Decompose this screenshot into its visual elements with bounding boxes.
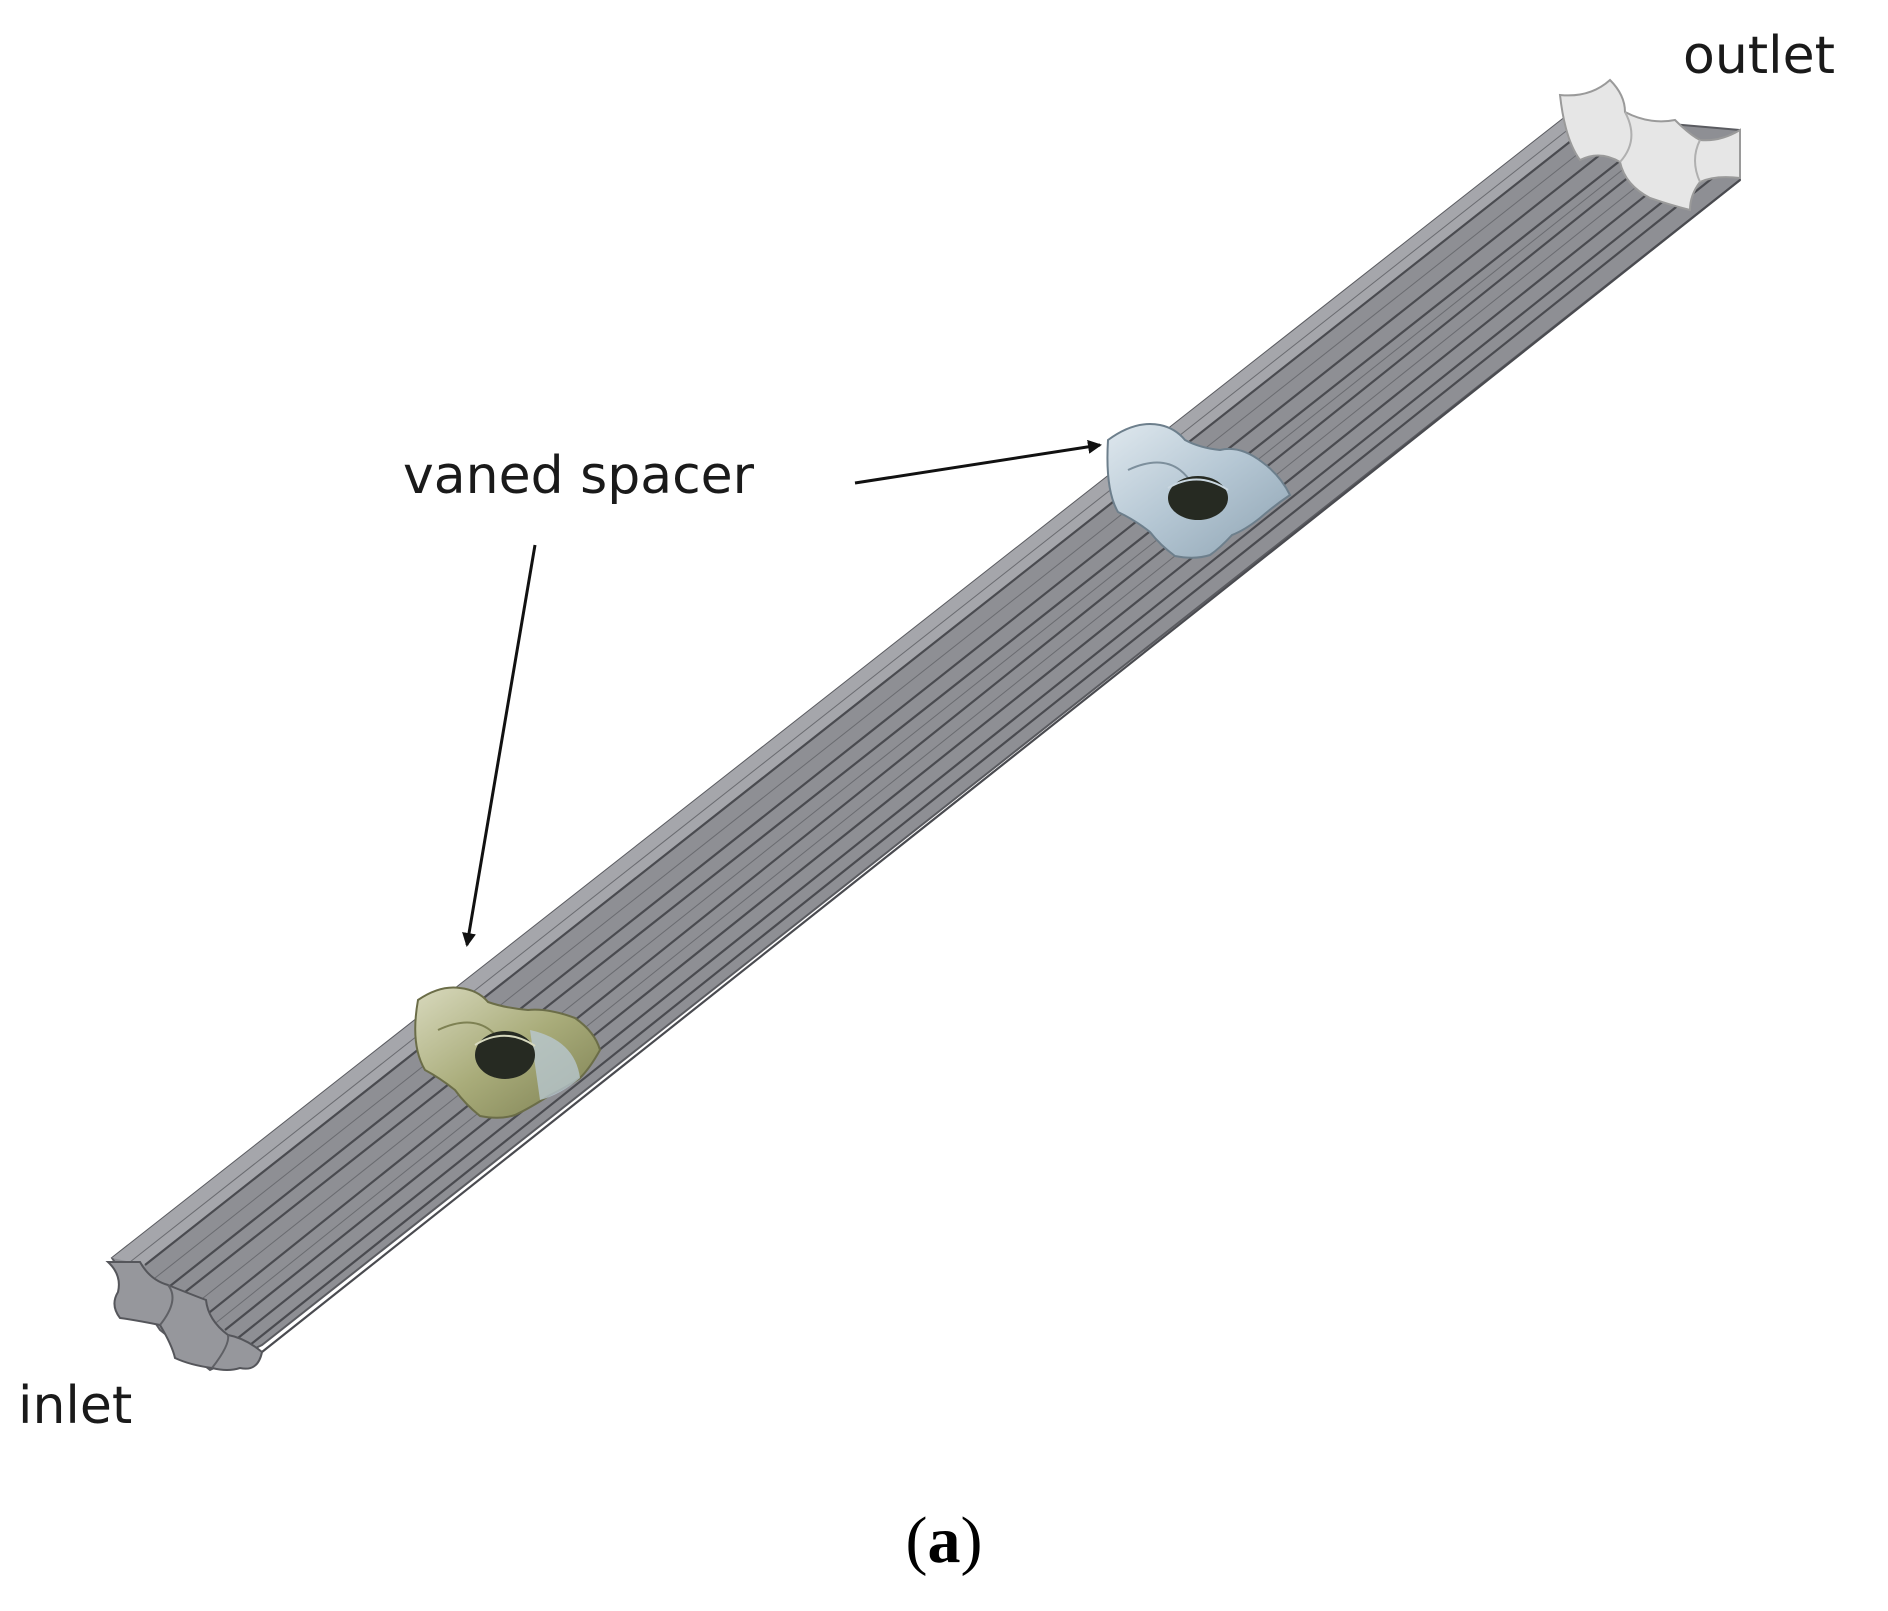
channel-body xyxy=(110,113,1741,1372)
flow-channel xyxy=(110,113,1741,1372)
arrow-to-upper-spacer xyxy=(854,439,1102,485)
spacer-hole-upper xyxy=(1168,476,1228,520)
channel-edge-lines xyxy=(144,117,1741,1353)
caption-open: ( xyxy=(905,1504,928,1577)
spacer-hole-lower xyxy=(475,1031,535,1079)
annotation-arrows xyxy=(462,439,1102,947)
outlet-label: outlet xyxy=(1683,26,1835,86)
outlet-face xyxy=(1558,78,1741,212)
vaned-spacer-upper xyxy=(1106,423,1292,559)
caption-letter: a xyxy=(927,1504,961,1577)
channel-fine-lines xyxy=(129,116,1676,1327)
vaned-spacer-label: vaned spacer xyxy=(403,446,755,506)
figure-caption: (a) xyxy=(0,1508,1888,1574)
caption-close: ) xyxy=(960,1504,983,1577)
arrow-to-lower-spacer xyxy=(462,544,537,947)
inlet-label: inlet xyxy=(18,1376,133,1436)
inlet-face xyxy=(105,1261,264,1371)
vaned-spacer-lower xyxy=(414,986,602,1119)
